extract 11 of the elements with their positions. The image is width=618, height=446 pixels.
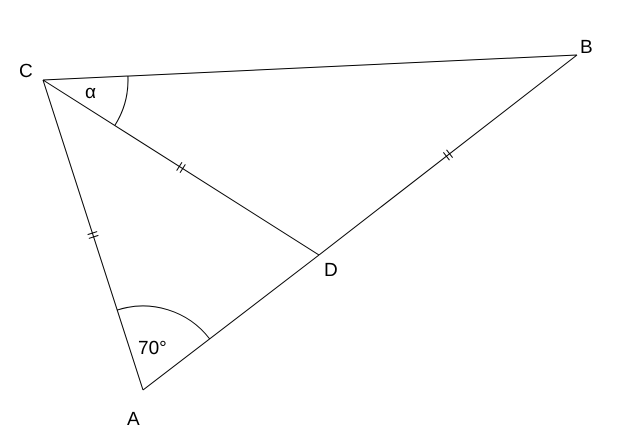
line-segment xyxy=(42,54,578,80)
angle-label: 70° xyxy=(138,339,167,358)
line-segment xyxy=(318,54,578,256)
angle-label: α xyxy=(85,83,96,102)
point-label: A xyxy=(127,410,140,429)
line-segment xyxy=(142,254,320,390)
line-segment xyxy=(42,80,144,390)
point-label: C xyxy=(19,62,33,81)
line-segment xyxy=(42,80,320,256)
point-label: B xyxy=(580,38,593,57)
point-label: D xyxy=(324,261,338,280)
